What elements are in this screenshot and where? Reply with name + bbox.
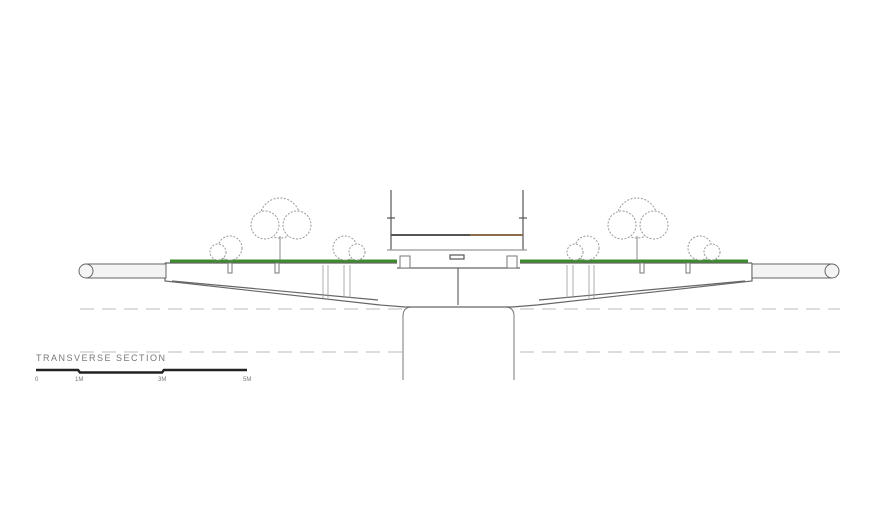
- tree-icons: [209, 197, 721, 261]
- deck-posts: [227, 255, 691, 274]
- scale-bar: [36, 368, 247, 374]
- tree-trunks: [279, 236, 638, 260]
- scale-label-1: 1M: [75, 377, 83, 383]
- scale-label-3: 5M: [243, 377, 251, 383]
- central-pier: [402, 306, 515, 380]
- end-tube-left: [78, 263, 167, 279]
- scale-label-0: 0: [35, 377, 39, 383]
- section-title: TRANSVERSE SECTION: [36, 353, 167, 363]
- end-tube-right: [751, 263, 840, 279]
- scale-label-2: 3M: [158, 377, 166, 383]
- central-bridge-deck: [387, 190, 527, 260]
- deck-structure: [164, 262, 753, 308]
- column-hatching: [322, 265, 595, 298]
